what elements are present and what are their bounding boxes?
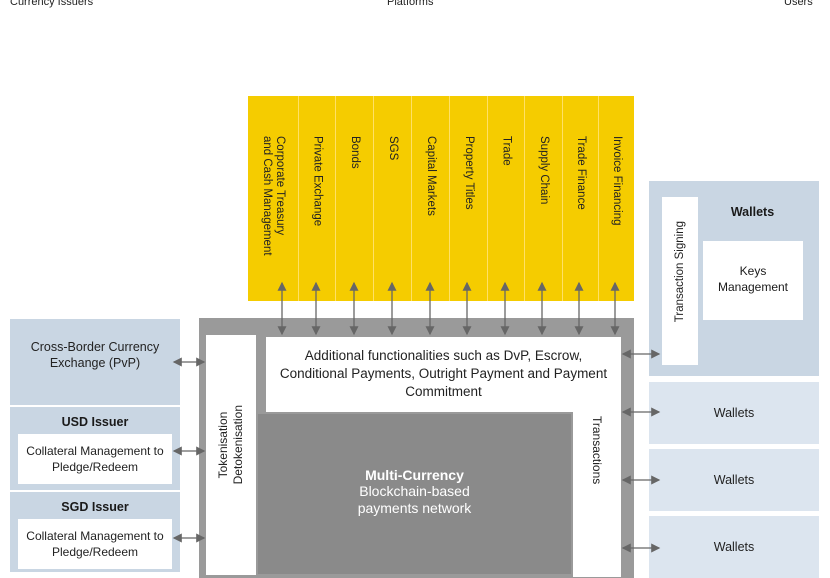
wallets-label: Wallets <box>713 406 755 420</box>
network-subtitle-2: payments network <box>357 500 472 516</box>
header-currency-issuers: Currency Issuers <box>10 0 94 8</box>
multi-currency-network: Multi-Currency Blockchain-based payments… <box>258 414 571 574</box>
platform-trade-finance: Trade Finance <box>563 96 599 301</box>
platform-invoice-financing: Invoice Financing <box>599 96 634 301</box>
platform-bonds: Bonds <box>336 96 374 301</box>
platform-label: Supply Chain <box>538 136 550 205</box>
wallets-label: Wallets <box>713 540 755 554</box>
usd-issuer-title: USD Issuer <box>61 415 129 429</box>
tokenisation-panel: Tokenisation Detokenisation <box>206 335 256 575</box>
sgd-issuer-title: SGD Issuer <box>61 500 129 514</box>
header-users: Users <box>784 0 813 8</box>
transactions-label: Transactions <box>590 416 604 485</box>
functionalities-panel: Additional functionalities such as DvP, … <box>266 337 621 412</box>
platforms-strip: Corporate Treasury and Cash Management P… <box>248 96 634 301</box>
wallets-box-2: Wallets <box>649 449 819 511</box>
usd-collateral-label: Collateral Management to Pledge/Redeem <box>26 444 164 474</box>
network-subtitle-1: Blockchain-based <box>359 483 470 499</box>
platform-label: SGS <box>387 136 399 161</box>
sgd-collateral-box: Collateral Management to Pledge/Redeem <box>18 519 172 569</box>
platform-supply-chain: Supply Chain <box>525 96 563 301</box>
wallets-box-1: Wallets <box>649 382 819 444</box>
platform-label: Trade Finance <box>575 136 587 210</box>
platform-property-titles: Property Titles <box>450 96 488 301</box>
keys-management-label: Keys Management <box>717 264 789 294</box>
network-title: Multi-Currency <box>365 467 464 483</box>
platform-label: Private Exchange <box>311 136 324 227</box>
wallets-label: Wallets <box>713 473 755 487</box>
wallets-title: Wallets <box>730 205 775 219</box>
platform-label: Invoice Financing <box>611 136 623 226</box>
sgd-collateral-label: Collateral Management to Pledge/Redeem <box>26 529 164 559</box>
keys-management-box: Keys Management <box>703 241 803 320</box>
platform-capital-markets: Capital Markets <box>412 96 450 301</box>
connector-arrows <box>172 281 661 553</box>
cross-border-label: Cross-Border Currency Exchange (PvP) <box>30 340 160 370</box>
transaction-signing-panel: Transaction Signing <box>662 197 698 365</box>
platform-label: Bonds <box>349 136 361 169</box>
platform-private-exchange: Private Exchange <box>299 96 336 301</box>
usd-collateral-box: Collateral Management to Pledge/Redeem <box>18 434 172 484</box>
platform-label: Trade <box>500 136 513 166</box>
platform-corporate-treasury: Corporate Treasury and Cash Management <box>248 96 299 301</box>
platform-sgs: SGS <box>374 96 412 301</box>
transactions-panel: Transactions <box>573 412 621 577</box>
platform-label: Property Titles <box>463 136 475 210</box>
platform-label: Capital Markets <box>425 136 437 216</box>
platform-label: Corporate Treasury and Cash Management <box>261 136 286 256</box>
platform-trade: Trade <box>488 96 525 301</box>
cross-border-box: Cross-Border Currency Exchange (PvP) <box>10 319 180 405</box>
header-platforms: Platforms <box>387 0 434 8</box>
functionalities-text: Additional functionalities such as DvP, … <box>279 348 608 399</box>
